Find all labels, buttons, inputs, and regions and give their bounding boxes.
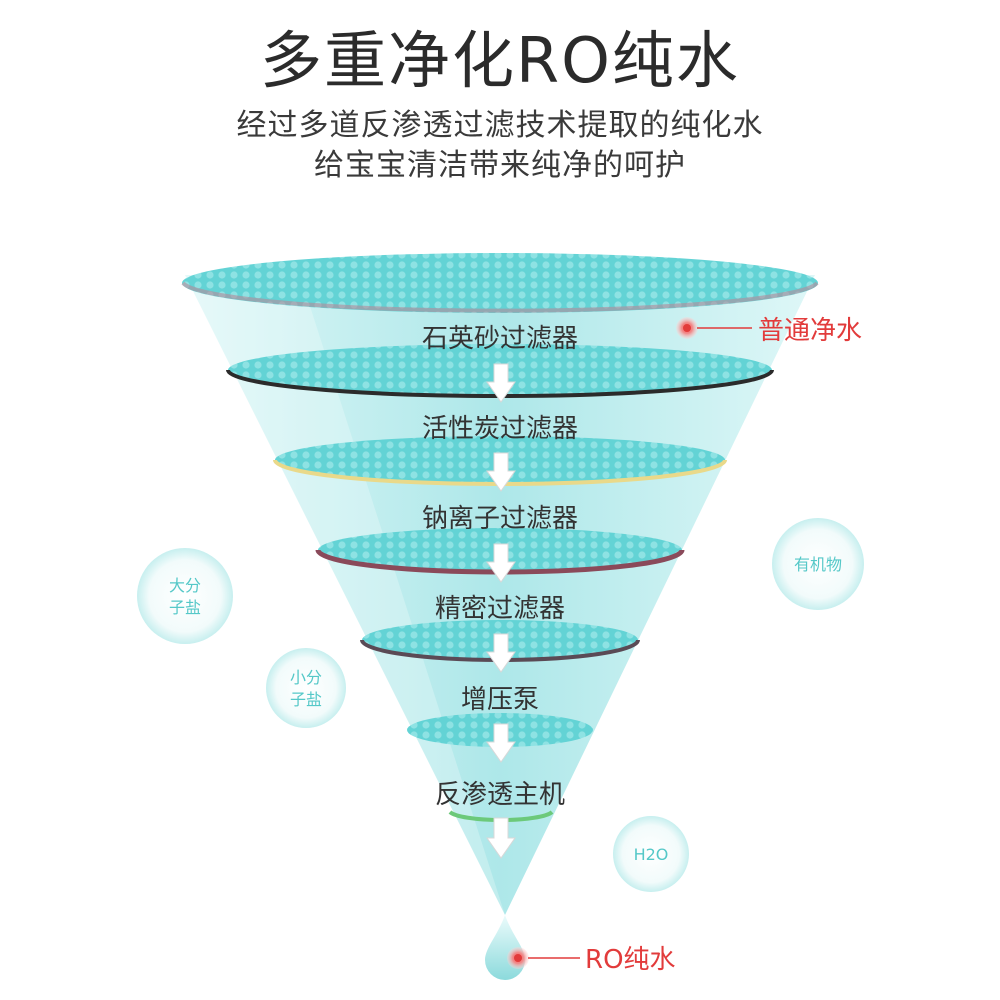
arrow-down-icon bbox=[486, 452, 516, 492]
bubble-macro-salt bbox=[137, 548, 233, 644]
callout-normal-water: 普通净水 bbox=[758, 316, 862, 346]
subtitle-line-1: 经过多道反渗透过滤技术提取的纯化水 bbox=[236, 108, 764, 143]
callout-dot-core bbox=[683, 324, 691, 332]
stage-label-precision: 精密过滤器 bbox=[435, 594, 565, 624]
page-title: 多重净化RO纯水 bbox=[260, 24, 740, 97]
bubble-macro-salt-line2: 子盐 bbox=[169, 598, 201, 617]
callout-ro-water: RO纯水 bbox=[585, 945, 676, 975]
bubble-micro-salt bbox=[266, 648, 346, 728]
arrow-down-icon bbox=[486, 723, 516, 763]
subtitle-line-2: 给宝宝清洁带来纯净的呵护 bbox=[314, 148, 686, 183]
bubble-micro-salt-line1: 小分 bbox=[290, 668, 322, 687]
bubble-h2o-label: H2O bbox=[634, 845, 669, 864]
bubble-h2o bbox=[613, 816, 689, 892]
stage-label-sodium-ion: 钠离子过滤器 bbox=[422, 504, 578, 534]
top-disc-rim bbox=[181, 281, 819, 313]
bubble-micro-salt-line2: 子盐 bbox=[290, 690, 322, 709]
stage-label-ro-host: 反渗透主机 bbox=[435, 780, 565, 810]
arrow-down-icon bbox=[486, 363, 516, 403]
bubble-organic-label: 有机物 bbox=[794, 555, 842, 574]
top-disc bbox=[182, 253, 818, 313]
funnel-cone bbox=[185, 275, 815, 915]
bubble-organic bbox=[772, 518, 864, 610]
arrow-down-icon bbox=[486, 633, 516, 673]
funnel-cone-shine bbox=[185, 275, 505, 915]
bubble-macro-salt-line1: 大分 bbox=[169, 576, 201, 595]
arrow-down-icon bbox=[486, 543, 516, 583]
arrow-down-icon bbox=[486, 817, 516, 859]
callout-dot-core bbox=[514, 954, 522, 962]
stage-label-quartz-sand: 石英砂过滤器 bbox=[422, 324, 578, 354]
stage-label-booster-pump: 增压泵 bbox=[461, 685, 539, 715]
stage-label-activated-carbon: 活性炭过滤器 bbox=[422, 414, 578, 444]
